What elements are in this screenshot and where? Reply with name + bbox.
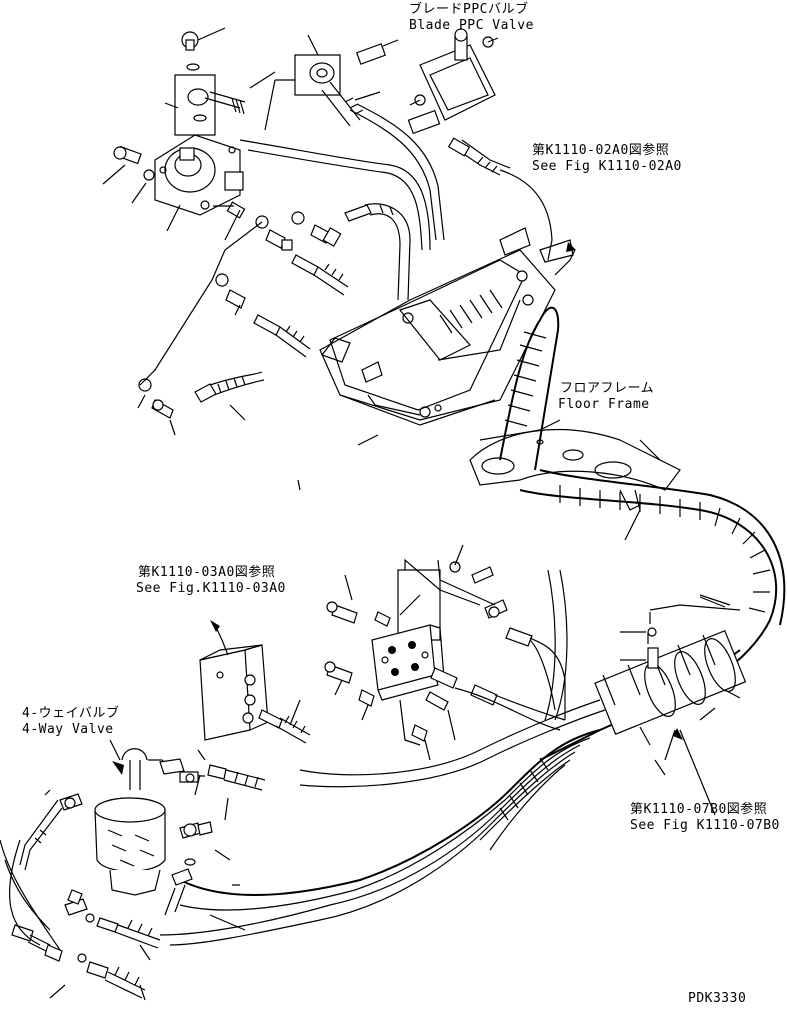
leader-lines [49,242,716,1001]
ref-k1110-02a0-label-en: See Fig K1110-02A0 [532,159,682,174]
ref-k1110-02a0-label-jp: 第K1110-02A0図参照 [532,143,670,158]
fittings-cluster-upper [138,203,411,419]
floor-frame-label-jp: フロアフレーム [560,381,655,396]
ref-k1110-03a0-label-jp: 第K1110-03A0図参照 [138,565,276,580]
four-way-valve-label-en: 4-Way Valve [22,722,114,737]
ref-k1110-03a0-label-en: See Fig.K1110-03A0 [136,581,286,596]
drawing-number: PDK3330 [688,991,747,1006]
four-way-valve [0,739,266,999]
floor-frame [319,227,681,491]
ref-k1110-07b0-label-jp: 第K1110-07B0図参照 [630,802,768,817]
manifold-block-center [324,544,726,746]
blade-ppc-valve-label-en: Blade PPC Valve [409,18,534,33]
four-way-valve-label-jp: 4-ウェイバルブ [22,706,120,721]
ref-k1110-07b0-label-en: See Fig K1110-07B0 [630,818,780,833]
banjo-bracket-top [264,34,399,131]
floor-frame-label-en: Floor Frame [558,397,650,412]
hose-bundle-main [159,306,786,946]
blade-ppc-valve-label-jp: ブレードPPCバルブ [409,2,529,17]
ppc-valve-top-assembly [102,27,276,232]
valve-block-left [199,620,311,744]
ppc-hoses [239,103,553,261]
blade-ppc-valve [407,28,499,135]
